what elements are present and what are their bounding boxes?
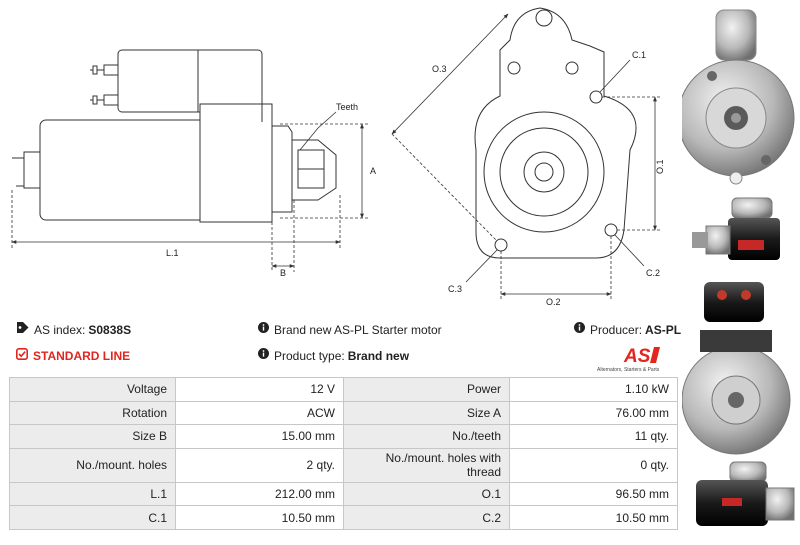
spec-value: 15.00 mm xyxy=(175,424,344,449)
photo-side-view-2 xyxy=(696,461,795,526)
spec-label: No./mount. holes with thread xyxy=(343,447,510,483)
check-square-icon xyxy=(16,348,28,364)
spec-label: Voltage xyxy=(9,377,176,402)
spec-value: 10.50 mm xyxy=(509,505,678,530)
spec-value: 0 qty. xyxy=(509,447,678,483)
dim-teeth-label: Teeth xyxy=(336,102,358,112)
standard-line-label: STANDARD LINE xyxy=(33,349,131,363)
description-text: Brand new AS-PL Starter motor xyxy=(274,322,442,337)
as-index: AS index: S0838S xyxy=(16,322,131,337)
spec-value: 11 qty. xyxy=(509,424,678,449)
dim-o3-label: O.3 xyxy=(432,64,447,74)
spec-label: No./teeth xyxy=(343,424,510,449)
technical-drawing: Teeth L.1 B A O.3 C.1 O.1 C.2 C.3 O.2 xyxy=(11,7,665,307)
front-view xyxy=(474,7,637,259)
info-circle-icon xyxy=(258,322,269,337)
producer-value: AS-PL xyxy=(645,322,682,337)
side-view xyxy=(12,49,337,223)
as-pl-logo: AS Alternators, Starters & Parts xyxy=(597,346,660,373)
dim-c2-label: C.2 xyxy=(646,268,660,278)
dim-c1-label: C.1 xyxy=(632,50,646,60)
photo-side-view xyxy=(692,197,780,260)
spec-label: No./mount. holes xyxy=(9,447,176,483)
photo-front-view xyxy=(682,9,795,185)
spec-value: 1.10 kW xyxy=(509,377,678,402)
tag-icon xyxy=(16,322,29,337)
spec-label: Power xyxy=(343,377,510,402)
description: Brand new AS-PL Starter motor xyxy=(258,322,442,337)
front-view-dimensions xyxy=(391,13,662,300)
spec-label: Size B xyxy=(9,424,176,449)
spec-value: 2 qty. xyxy=(175,447,344,483)
dim-b-label: B xyxy=(280,268,286,278)
dim-o1-label: O.1 xyxy=(655,159,665,174)
side-view-dimensions xyxy=(11,111,368,272)
svg-text:Alternators, Starters & Parts: Alternators, Starters & Parts xyxy=(597,367,660,373)
dim-o2-label: O.2 xyxy=(546,297,561,307)
svg-text:AS: AS xyxy=(623,346,651,367)
standard-line: STANDARD LINE xyxy=(16,348,130,364)
spec-label: O.1 xyxy=(343,481,510,507)
product-type-value: Brand new xyxy=(347,348,410,363)
photo-rear-view xyxy=(682,282,791,455)
spec-value: ACW xyxy=(175,400,344,426)
spec-label: Size A xyxy=(343,400,510,426)
producer: Producer: AS-PL xyxy=(574,322,681,337)
info-circle-icon xyxy=(258,348,269,363)
spec-value: 212.00 mm xyxy=(175,481,344,507)
producer-label: Producer: xyxy=(590,322,643,337)
spec-label: L.1 xyxy=(9,481,176,507)
as-index-label: AS index: xyxy=(34,322,86,337)
dim-l1-label: L.1 xyxy=(166,248,179,258)
as-index-value: S0838S xyxy=(88,322,132,337)
product-photos xyxy=(682,9,795,526)
spec-value: 12 V xyxy=(175,377,344,402)
spec-label: C.2 xyxy=(343,505,510,530)
spec-label: Rotation xyxy=(9,400,176,426)
spec-label: C.1 xyxy=(9,505,176,530)
dim-a-label: A xyxy=(370,166,376,176)
info-circle-icon xyxy=(574,322,585,337)
spec-value: 76.00 mm xyxy=(509,400,678,426)
product-type-label: Product type: xyxy=(274,348,345,363)
product-type: Product type: Brand new xyxy=(258,348,409,363)
spec-value: 10.50 mm xyxy=(175,505,344,530)
dim-c3-label: C.3 xyxy=(448,284,462,294)
spec-value: 96.50 mm xyxy=(509,481,678,507)
